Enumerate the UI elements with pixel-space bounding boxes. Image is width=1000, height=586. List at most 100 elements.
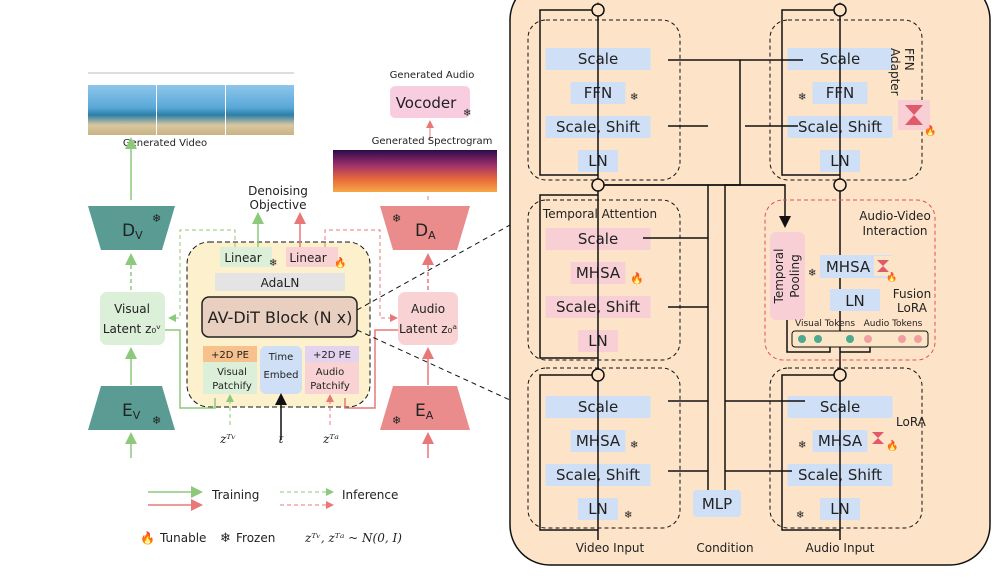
visual-tokens-label: Visual Tokens (795, 319, 855, 329)
fusion-lora-line2: LoRA (897, 301, 928, 315)
audio-decoder-da (380, 206, 470, 250)
mlp-label: MLP (702, 495, 732, 513)
frozen-icon: ❄ (392, 212, 401, 225)
av-dit-block-label: AV-DiT Block (N x) (208, 308, 353, 327)
da-label: DA (415, 221, 436, 242)
visual-patchify-line2: Patchify (212, 381, 252, 392)
adaln-label: AdaLN (261, 276, 300, 290)
audio-patchify-line1: Audio (316, 367, 344, 378)
temporal-block-box (527, 199, 681, 361)
ffn-adapter-line1: FFN (902, 48, 916, 71)
flame-icon: 🔥 (924, 124, 936, 137)
ea-label: EA (415, 401, 434, 422)
visual-latent-line2: Latent z₀ᵛ (103, 322, 161, 336)
audio-latent-line2: Latent z₀ᵃ (399, 322, 457, 336)
linear-tunable-block (286, 247, 338, 267)
temporal-pooling-line1: Temporal (772, 249, 786, 305)
temporal-pooling-line2: Pooling (788, 254, 802, 297)
frozen-icon: ❄ (630, 440, 638, 451)
spectrogram-image (333, 150, 497, 192)
flame-icon: 🔥 (630, 272, 644, 285)
visual-latent-block (100, 292, 165, 345)
av-dit-block-detail (509, 0, 991, 566)
time-embed-line2: Embed (264, 370, 299, 381)
generated-video-label: Generated Video (123, 138, 207, 149)
generated-audio-label: Generated Audio (390, 70, 475, 81)
audio-patchify-block (305, 362, 359, 394)
audio-pe-label: +2D PE (313, 350, 351, 361)
time-embed-line1: Time (268, 352, 293, 363)
ffn-adapter-line2: Adapter (888, 48, 902, 96)
visual-token-dots (798, 335, 854, 343)
ev-label: EV (122, 401, 141, 422)
frozen-icon: ❄ (463, 108, 471, 119)
temporal-pooling-block (770, 232, 805, 320)
frozen-icon: ❄ (630, 92, 638, 103)
av-interaction-line2: Interaction (862, 224, 927, 238)
visual-latent-line1: Visual (114, 302, 150, 316)
av-dit-block (201, 296, 358, 338)
video-decoder-dv (88, 206, 175, 250)
adaln-block (215, 273, 345, 291)
generated-video-frames (88, 72, 294, 135)
linear-frozen-label: Linear (224, 251, 261, 265)
frozen-icon: ❄ (798, 92, 806, 103)
generated-spectrogram-label: Generated Spectrogram (372, 136, 493, 147)
frozen-icon: ❄ (798, 440, 806, 451)
dv-label: DV (122, 221, 143, 242)
audio-input-label: Audio Input (806, 541, 875, 555)
video-attn-block-box (527, 367, 681, 529)
legend-frozen: Frozen (236, 531, 275, 545)
mlp-block (693, 490, 741, 517)
linear-frozen-block (220, 247, 272, 267)
flame-icon: 🔥 (334, 256, 346, 269)
fusion-ln-block (830, 289, 880, 311)
audio-encoder-ea (380, 386, 470, 430)
legend-tunable: Tunable (159, 531, 206, 545)
audio-attn-block-box (769, 367, 923, 529)
video-input-label: Video Input (576, 541, 645, 555)
lora-label: LoRA (896, 415, 927, 429)
visual-patchify-block (203, 362, 257, 394)
audio-tokens-label: Audio Tokens (864, 319, 923, 329)
input-t: t (279, 432, 284, 446)
audio-latent-line1: Audio (411, 302, 445, 316)
video-ffn-block-box (527, 19, 681, 181)
time-embed-block (260, 346, 302, 394)
temporal-attention-label: Temporal Attention (542, 207, 657, 221)
flame-icon: 🔥 (886, 271, 897, 283)
flame-icon: 🔥 (886, 439, 898, 452)
frozen-icon: ❄ (152, 212, 161, 225)
condition-label: Condition (696, 541, 753, 555)
audio-token-dots (864, 335, 922, 343)
audio-pe-block (305, 346, 359, 362)
visual-patchify-line1: Visual (217, 367, 247, 378)
frozen-icon: ❄ (392, 414, 401, 427)
input-za: zᵀᵃ (322, 432, 339, 446)
vocoder-label: Vocoder (396, 94, 457, 112)
input-zv: zᵀᵛ (219, 432, 236, 446)
frozen-icon: ❄ (796, 510, 804, 521)
visual-pe-label: +2D PE (211, 350, 249, 361)
flame-icon: 🔥 (140, 531, 155, 545)
fusion-mhsa-label: MHSA (826, 258, 871, 276)
audio-latent-block (398, 292, 458, 345)
frozen-icon: ❄ (269, 258, 277, 269)
frozen-icon: ❄ (220, 531, 231, 546)
legend-inference: Inference (342, 488, 398, 502)
video-encoder-ev (88, 386, 175, 430)
legend: Training Inference 🔥 Tunable ❄ Frozen zᵀ… (140, 486, 402, 546)
av-interaction-line1: Audio-Video (859, 209, 931, 223)
vocoder-block (390, 86, 470, 118)
fusion-ln-label: LN (845, 292, 865, 310)
lora-icon (872, 432, 884, 444)
denoising-objective-line2: Objective (250, 198, 307, 212)
frozen-icon: ❄ (624, 510, 632, 521)
legend-noise-distribution: zᵀᵛ, zᵀᵃ ~ N(0, I) (304, 531, 402, 545)
legend-training: Training (211, 488, 259, 502)
linear-tunable-label: Linear (289, 251, 326, 265)
sum-nodes (591, 3, 847, 382)
audio-patchify-line2: Patchify (310, 381, 350, 392)
